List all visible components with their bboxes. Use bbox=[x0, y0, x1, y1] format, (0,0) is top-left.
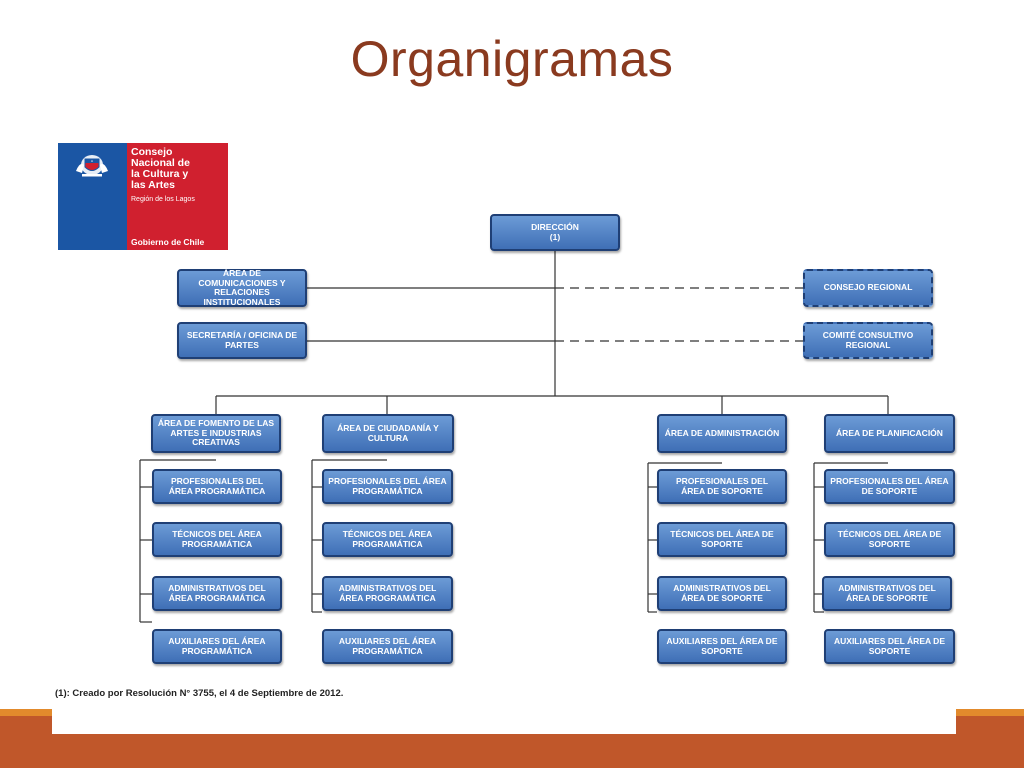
logo-name: Consejo Nacional de la Cultura y las Art… bbox=[131, 147, 224, 191]
org-box-sub: TÉCNICOS DEL ÁREA DE SOPORTE bbox=[824, 522, 955, 557]
sub-connectors bbox=[140, 486, 824, 623]
logo-name-line: Consejo bbox=[131, 146, 173, 158]
org-box-comunicaciones: ÁREA DE COMUNICACIONES Y RELACIONES INST… bbox=[177, 268, 307, 307]
org-box-sub: TÉCNICOS DEL ÁREA DE SOPORTE bbox=[657, 522, 787, 557]
org-box-sub: ADMINISTRATIVOS DEL ÁREA DE SOPORTE bbox=[657, 576, 787, 611]
org-box-sub: TÉCNICOS DEL ÁREA PROGRAMÁTICA bbox=[322, 522, 453, 557]
logo-name-line: Nacional de bbox=[131, 157, 190, 169]
logo-blue-panel bbox=[58, 143, 127, 250]
org-box-sub: ADMINISTRATIVOS DEL ÁREA PROGRAMÁTICA bbox=[152, 576, 282, 611]
org-box-area-planificacion: ÁREA DE PLANIFICACIÓN bbox=[824, 414, 955, 453]
chile-coat-of-arms-icon bbox=[76, 155, 108, 177]
org-box-sub: AUXILIARES DEL ÁREA PROGRAMÁTICA bbox=[152, 629, 282, 664]
org-box-sub: PROFESIONALES DEL ÁREA PROGRAMÁTICA bbox=[322, 469, 453, 504]
slide-title: Organigramas bbox=[350, 31, 674, 87]
org-box-area-fomento: ÁREA DE FOMENTO DE LAS ARTES E INDUSTRIA… bbox=[151, 414, 281, 453]
org-box-area-administracion: ÁREA DE ADMINISTRACIÓN bbox=[657, 414, 787, 453]
org-box-direccion: DIRECCIÓN (1) bbox=[490, 214, 620, 251]
org-box-sub: TÉCNICOS DEL ÁREA PROGRAMÁTICA bbox=[152, 522, 282, 557]
logo-region: Región de los Lagos bbox=[131, 196, 195, 203]
bar-accent-left bbox=[0, 709, 52, 716]
org-box-sub: PROFESIONALES DEL ÁREA DE SOPORTE bbox=[657, 469, 787, 504]
org-box-sub: AUXILIARES DEL ÁREA PROGRAMÁTICA bbox=[322, 629, 453, 664]
bar-accent-right bbox=[956, 709, 1024, 716]
org-box-sub: ADMINISTRATIVOS DEL ÁREA PROGRAMÁTICA bbox=[322, 576, 453, 611]
logo-government: Gobierno de Chile bbox=[131, 237, 205, 247]
org-box-sub: PROFESIONALES DEL ÁREA DE SOPORTE bbox=[824, 469, 955, 504]
logo-red-panel: Consejo Nacional de la Cultura y las Art… bbox=[127, 143, 228, 250]
logo-name-line: la Cultura y bbox=[131, 168, 189, 180]
org-box-sub: AUXILIARES DEL ÁREA DE SOPORTE bbox=[657, 629, 787, 664]
org-box-consejo-regional: CONSEJO REGIONAL bbox=[803, 269, 933, 307]
org-box-comite-consultivo: COMITÉ CONSULTIVO REGIONAL bbox=[803, 322, 933, 359]
footnote: (1): Creado por Resolución N° 3755, el 4… bbox=[55, 688, 344, 699]
org-box-sub: PROFESIONALES DEL ÁREA PROGRAMÁTICA bbox=[152, 469, 282, 504]
org-box-sub: ADMINISTRATIVOS DEL ÁREA DE SOPORTE bbox=[822, 576, 952, 611]
org-box-sub: AUXILIARES DEL ÁREA DE SOPORTE bbox=[824, 629, 955, 664]
logo-name-line: las Artes bbox=[131, 179, 175, 191]
org-box-secretaria: SECRETARÍA / OFICINA DE PARTES bbox=[177, 322, 307, 359]
org-box-area-ciudadania: ÁREA DE CIUDADANÍA Y CULTURA bbox=[322, 414, 454, 453]
cnca-logo: Consejo Nacional de la Cultura y las Art… bbox=[58, 143, 228, 250]
